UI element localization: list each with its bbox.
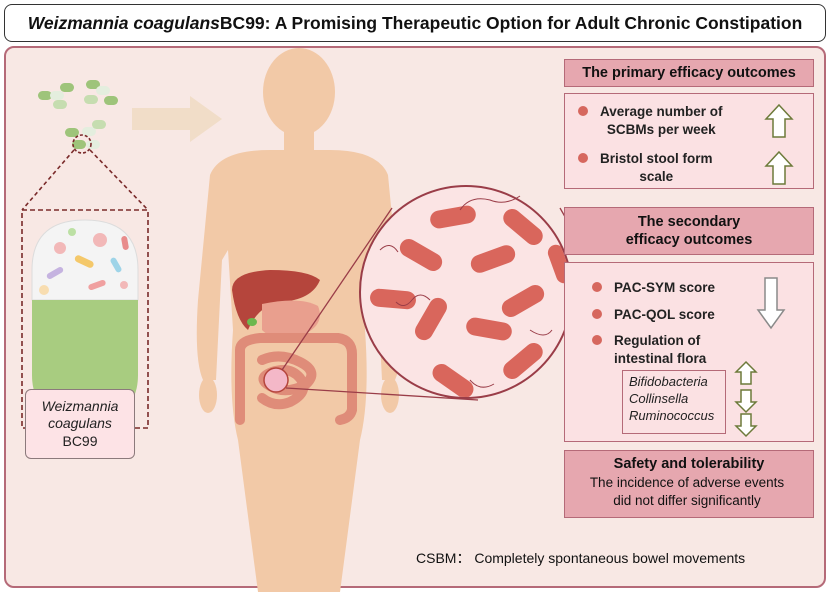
footnote: CSBM： Completely spontaneous bowel movem…	[416, 550, 746, 566]
title-rest: BC99: A Promising Therapeutic Option for…	[219, 12, 803, 33]
arrow-up-icon	[764, 150, 794, 185]
flora-bifidobacteria: Bifidobacteria	[629, 374, 708, 389]
flora-collinsella: Collinsella	[629, 390, 689, 406]
bullet-icon	[578, 106, 588, 116]
liver-icon	[232, 270, 320, 330]
zoom-circle	[72, 134, 92, 154]
bullet-icon	[578, 153, 588, 163]
primary-outcomes-header: The primary efficacy outcomes	[564, 59, 814, 87]
arrow-down-icon	[734, 413, 758, 438]
bullet-icon	[592, 309, 602, 319]
arrow-up-icon	[764, 103, 794, 138]
arrow-up-icon	[734, 360, 758, 385]
arrow-down-icon	[756, 277, 786, 330]
arrow-down-icon	[734, 389, 758, 414]
safety-text: The incidence of adverse events did not …	[589, 475, 785, 508]
bacteria-magnifier-icon	[359, 185, 573, 399]
flora-list: Bifidobacteria Collinsella Ruminococcus	[622, 370, 726, 434]
flora-ruminococcus: Ruminococcus	[629, 407, 715, 423]
bullet-icon	[592, 335, 602, 345]
figure-title: Weizmannia coagulans BC99: A Promising T…	[4, 4, 826, 42]
strain-label: Weizmannia coagulans BC99	[25, 389, 135, 459]
focus-circle	[263, 367, 289, 393]
secondary-item-pac-sym: PAC-SYM score	[592, 279, 715, 297]
capsule-frame	[21, 209, 149, 429]
secondary-item-pac-qol: PAC-QOL score	[592, 306, 715, 324]
probiotic-pills-icon	[38, 80, 118, 149]
safety-box: Safety and tolerability	[564, 450, 814, 518]
arrow-right-icon	[132, 96, 222, 142]
secondary-outcomes-header: The secondary efficacy outcomes	[564, 207, 814, 255]
title-species: Weizmannia coagulans	[27, 12, 220, 33]
stomach-icon	[262, 300, 320, 339]
bullet-icon	[592, 282, 602, 292]
